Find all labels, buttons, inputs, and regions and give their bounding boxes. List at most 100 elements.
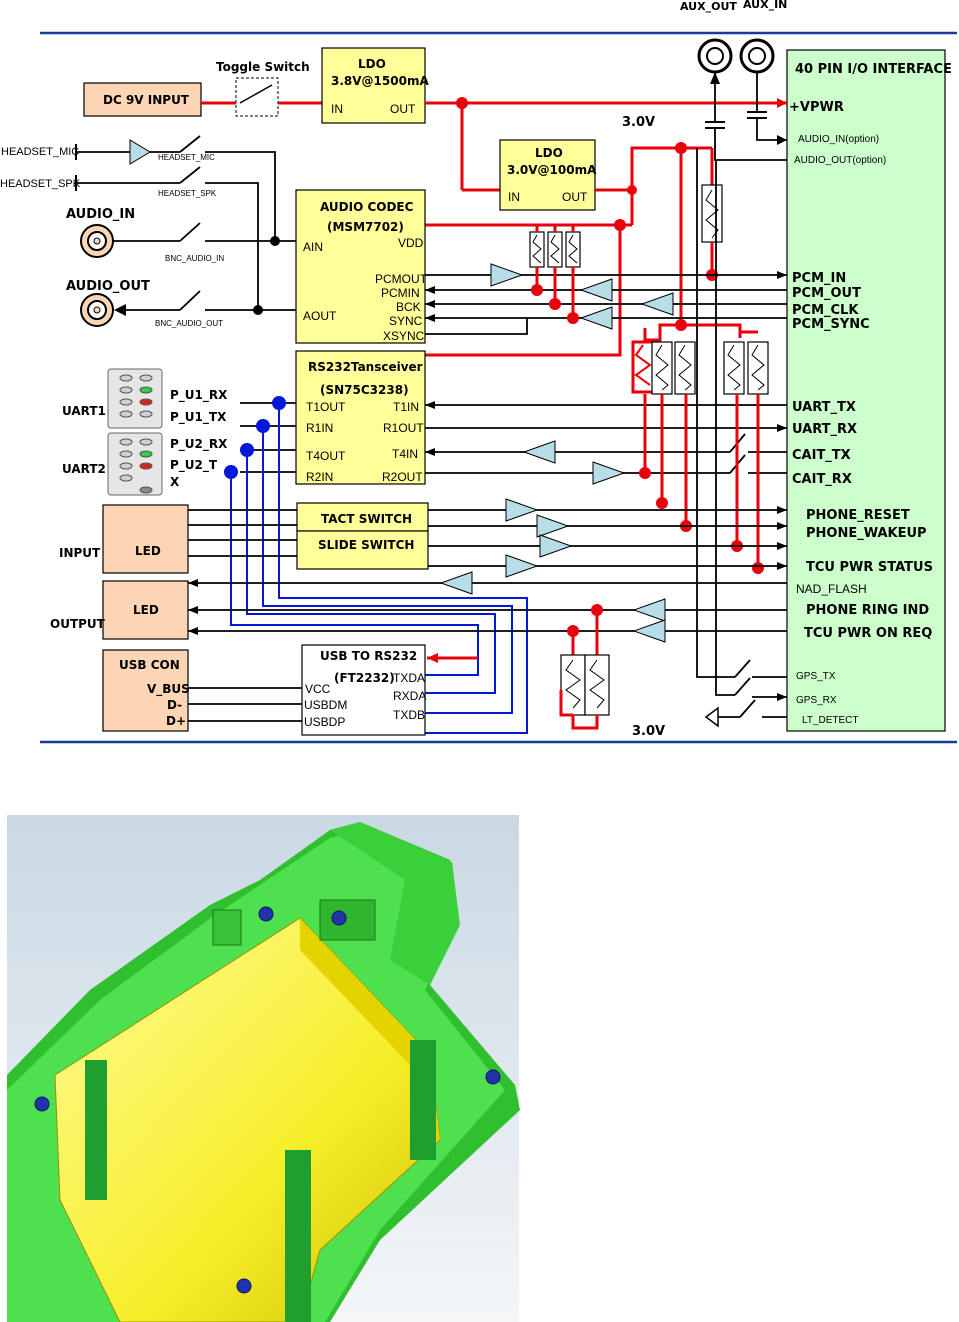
gps-tx-label: GPS_TX [796, 671, 836, 682]
headset-mic-wire-c [205, 151, 276, 242]
tcu-pwr-on-arrow [188, 627, 198, 635]
cait-rx-buffer [592, 461, 626, 485]
ldo1-rating: 3.8V@1500mA [331, 74, 429, 88]
phone-reset-buffer [505, 498, 539, 522]
res-bank-junction-2 [656, 497, 668, 509]
gps-rx-arrow [777, 693, 787, 701]
codec-pin-pcmout: PCMOUT [375, 272, 428, 286]
codec-vdd: VDD [398, 236, 424, 250]
uart-rx-arrow [777, 424, 787, 432]
pullup-resistor-pcm [701, 184, 723, 243]
cait-tx-arrow-left [425, 448, 435, 456]
ldo1-out: OUT [390, 102, 416, 116]
bnc-audio-in-label: BNC_AUDIO_IN [165, 254, 224, 263]
phone-reset-label: PHONE_RESET [806, 508, 910, 523]
bnc-audio-out-label: BNC_AUDIO_OUT [155, 319, 223, 328]
input-led-label: LED [135, 544, 161, 558]
headset-spk-label: HEADSET_SPK [0, 178, 81, 190]
phone-ring-arrow [188, 606, 198, 614]
audio-out-arrow [114, 304, 126, 316]
codec-box [295, 189, 426, 344]
gps-rx-switch [734, 677, 751, 696]
res-bank-resistor-2 [674, 341, 696, 395]
res-bank-resistor-3 [723, 341, 745, 395]
tact-switch-label: TACT SWITCH [321, 512, 412, 526]
res-bank-junction-5 [752, 562, 764, 574]
phone-reset-arrow [777, 506, 787, 514]
res-bank-resistor-3-zig [727, 344, 741, 391]
output-led-box [102, 580, 189, 640]
blue-wire-3 [246, 450, 496, 694]
ft2232-rxda: RXDA [393, 689, 426, 703]
rs232-r1out: R1OUT [383, 421, 424, 435]
uart-tx-label: UART_TX [792, 400, 856, 415]
ft2232-model: (FT2232) [334, 671, 395, 685]
rs232-t4in: T4IN [392, 447, 418, 461]
uart1-connector[interactable] [107, 368, 163, 429]
pcm-clk-arrow [425, 300, 435, 308]
res-bank-resistor-4 [747, 341, 769, 395]
aux-in-wire2 [756, 118, 787, 141]
res-bank-resistor-1 [651, 341, 673, 395]
interface-box [786, 49, 946, 732]
audio-out-option-label: AUDIO_OUT(option) [794, 155, 886, 166]
ldo2-title: LDO [535, 146, 563, 160]
phone-ring-buffer [632, 598, 666, 622]
ft2232-box [301, 644, 426, 736]
codec-model: (MSM7702) [327, 220, 404, 234]
cait-rx-label: CAIT_RX [792, 472, 852, 487]
ldo1-title: LDO [358, 57, 386, 71]
tact-switch-box[interactable] [296, 502, 429, 532]
codec-pin-pcmin: PCMIN [381, 286, 420, 300]
ft2232-vcc: VCC [305, 682, 331, 696]
pcb-3d-render [7, 815, 520, 1322]
rs232-r2in: R2IN [306, 470, 333, 484]
headset-spk-switch [179, 166, 201, 184]
pcm-out-buffer [579, 278, 613, 302]
toggle-switch-label: Toggle Switch [216, 60, 310, 74]
vpwr-label: +VPWR [789, 100, 844, 115]
p-u2-rx-label: P_U2_RX [170, 437, 228, 452]
headset-mic-switch-label: HEADSET_MIC [158, 153, 215, 162]
ldo2-out: OUT [562, 190, 588, 204]
usb-dp-label: D+ [166, 714, 186, 728]
pcm-sync-label: PCM_SYNC [792, 317, 870, 332]
pcm-out-label: PCM_OUT [792, 286, 861, 301]
usb-con-box[interactable] [102, 649, 189, 732]
aux-in-label: AUX_IN [743, 0, 787, 11]
uart-tx-arrow [425, 401, 435, 409]
interface-title: 40 PIN I/O INTERFACE [795, 62, 952, 77]
pullup-resistor-pcm-zig [705, 189, 719, 239]
ldo2-box [499, 139, 596, 211]
audio-in-switch [179, 222, 201, 242]
aux-out-arrow [710, 72, 720, 84]
codec-pin-sync: SYNC [389, 314, 423, 328]
input-led-box [102, 504, 189, 574]
headset-mic-label: HEADSET_MIC [1, 146, 79, 158]
slide-switch-box[interactable] [296, 530, 429, 570]
codec-pin-bck: BCK [396, 300, 421, 314]
res-bank-junction-1 [639, 467, 651, 479]
ft2232-title: USB TO RS232 [320, 649, 417, 663]
input-label: INPUT [59, 546, 101, 560]
usb-resistor-2-zig [589, 659, 605, 709]
codec-resistor-3 [565, 231, 581, 268]
usb-con-title: USB CON [119, 658, 180, 672]
slide-switch-label: SLIDE SWITCH [318, 538, 414, 552]
usb-res-junction-a [567, 625, 579, 637]
usb-resistor-1-zig [565, 659, 581, 709]
uart2-connector[interactable] [107, 432, 163, 496]
cait-tx-buffer [522, 440, 556, 464]
pcm-sync-buffer [579, 306, 613, 330]
dc-input-box [83, 82, 202, 117]
audio-in-junction [270, 236, 280, 246]
p-u2-tx-label-1: P_U2_T [170, 458, 218, 473]
gps-rx-label: GPS_RX [796, 695, 837, 706]
pcm-clk-buffer [640, 292, 674, 316]
usb-vbus-label: V_BUS [147, 682, 190, 697]
rs232-model: (SN75C3238) [320, 383, 409, 397]
blue-wire-2 [262, 426, 513, 714]
uart1-label: UART1 [62, 404, 106, 418]
usb-res-bottom [571, 715, 599, 730]
phone-wakeup-arrow [777, 522, 787, 530]
